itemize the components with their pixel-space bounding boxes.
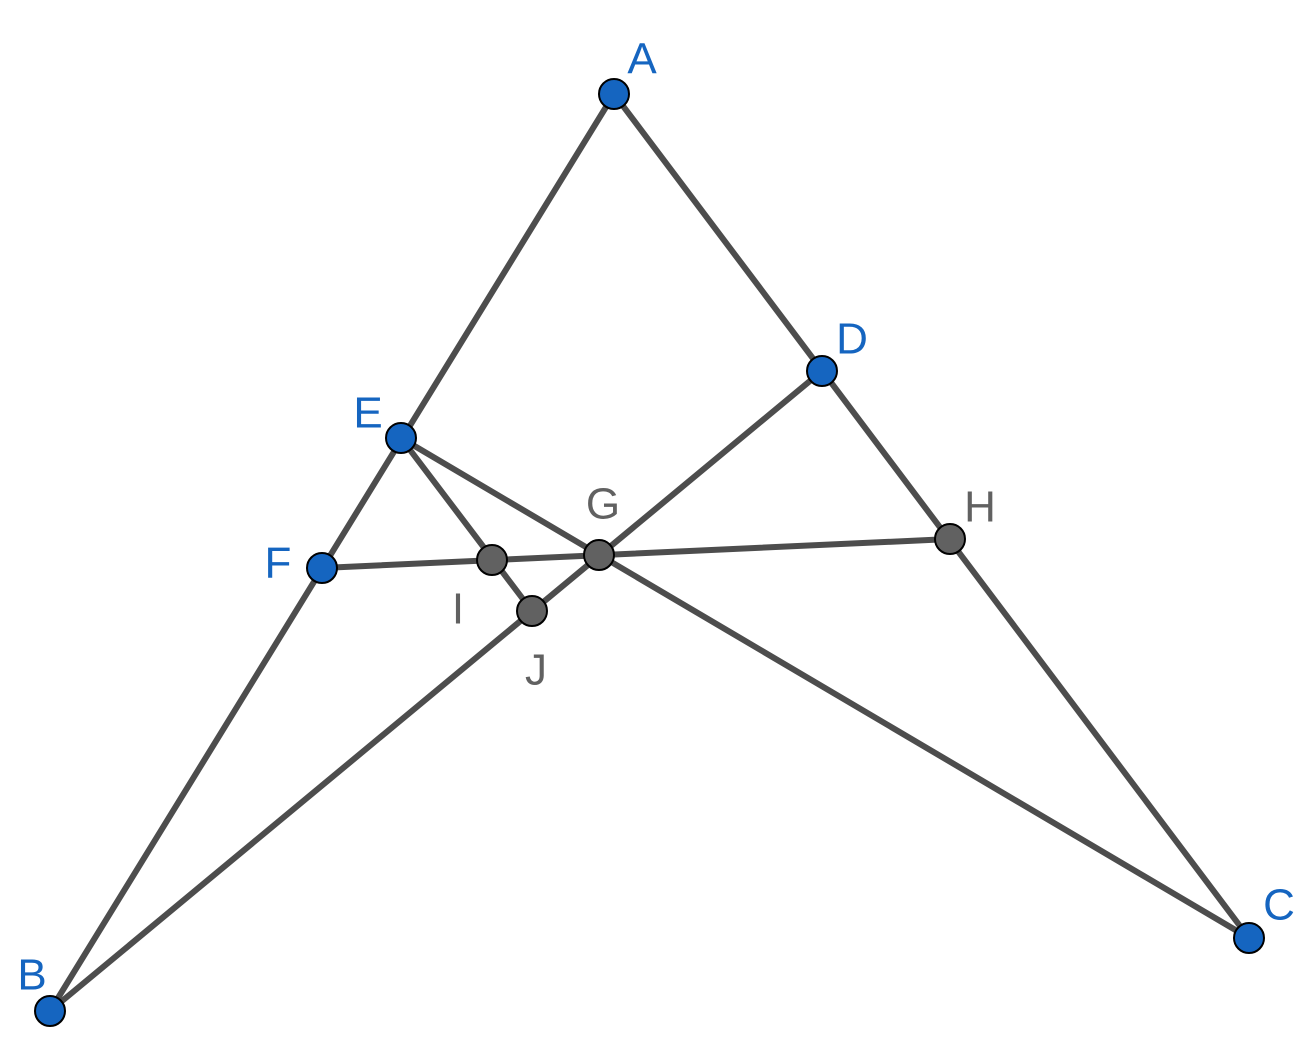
point-label-e: E bbox=[353, 389, 382, 438]
point-e[interactable] bbox=[385, 422, 417, 454]
point-c[interactable] bbox=[1233, 922, 1265, 954]
segment-ac bbox=[611, 91, 1252, 941]
segment-ec bbox=[398, 435, 1252, 941]
point-f[interactable] bbox=[306, 552, 338, 584]
point-i[interactable] bbox=[476, 544, 508, 576]
point-a[interactable] bbox=[598, 78, 630, 110]
point-label-d: D bbox=[836, 315, 868, 364]
segment-ab bbox=[47, 91, 617, 1014]
points-layer bbox=[34, 78, 1265, 1027]
point-b[interactable] bbox=[34, 995, 66, 1027]
point-label-b: B bbox=[17, 951, 46, 1000]
point-h[interactable] bbox=[934, 523, 966, 555]
point-label-i: I bbox=[452, 585, 464, 634]
point-d[interactable] bbox=[806, 355, 838, 387]
point-label-c: C bbox=[1263, 881, 1295, 930]
segment-fh bbox=[319, 536, 953, 571]
point-label-j: J bbox=[525, 646, 547, 695]
point-g[interactable] bbox=[583, 539, 615, 571]
point-label-f: F bbox=[265, 539, 292, 588]
segment-bd bbox=[47, 368, 825, 1014]
labels-layer: A B C D E F G H I J bbox=[17, 35, 1295, 1000]
point-label-a: A bbox=[627, 35, 657, 84]
point-j[interactable] bbox=[516, 595, 548, 627]
point-label-h: H bbox=[964, 483, 996, 532]
point-label-g: G bbox=[586, 480, 620, 529]
segment-ej bbox=[398, 435, 535, 614]
segments-layer bbox=[47, 91, 1252, 1014]
